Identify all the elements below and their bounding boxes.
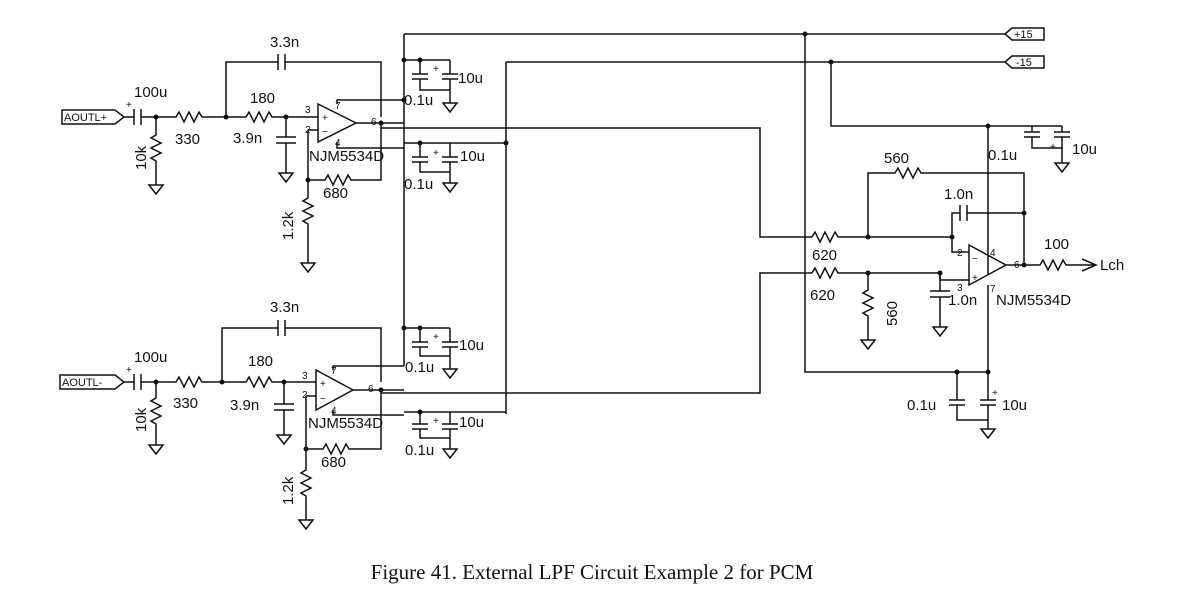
svg-text:+: +	[1050, 142, 1056, 153]
decoupling-diff-bottom: + 0.1u 10u	[907, 369, 1027, 439]
svg-text:7: 7	[990, 284, 996, 295]
svg-text:10u: 10u	[459, 414, 484, 431]
svg-text:0.1u: 0.1u	[404, 92, 433, 109]
svg-text:4: 4	[331, 406, 337, 417]
decoupling-lower-bottom: + 10u 0.1u	[404, 409, 484, 459]
res-560-feedback: 560	[884, 150, 909, 167]
svg-text:+: +	[126, 100, 132, 111]
supply-rails: +15 -15	[401, 27, 1045, 414]
svg-text:NJM5534D: NJM5534D	[996, 292, 1071, 309]
decoupling-upper-top: + 10u 0.1u	[404, 57, 483, 113]
res-680-upper: 680	[323, 185, 348, 202]
svg-text:+: +	[433, 148, 439, 159]
diff-stage: 620 560 1.0n 620 560 1.0n − + 2 4 3	[810, 123, 1124, 439]
svg-text:4: 4	[990, 248, 996, 259]
opamp-lower: + − 3 2 7 4 6 NJM5534D	[302, 366, 383, 432]
res-10k-upper: 10k	[133, 145, 150, 170]
res-330-upper: 330	[175, 131, 200, 148]
svg-text:2: 2	[957, 248, 963, 259]
svg-text:+: +	[433, 64, 439, 75]
res-680-lower: 680	[321, 454, 346, 471]
decoupling-upper-bottom: + 10u 0.1u	[404, 140, 485, 193]
cap-3n9-upper: 3.9n	[233, 130, 262, 147]
svg-text:10u: 10u	[460, 148, 485, 165]
svg-text:4: 4	[335, 138, 341, 149]
cap-3n3-upper: 3.3n	[270, 34, 299, 51]
res-10k-lower: 10k	[133, 407, 150, 432]
lower-stage: AOUTL- + 100u 10k 330 3.3n 180 3.9n + − …	[59, 272, 812, 530]
svg-text:NJM5534D: NJM5534D	[309, 148, 384, 165]
svg-text:2: 2	[302, 390, 308, 401]
svg-text:+: +	[126, 365, 132, 376]
lpf-schematic: AOUTL+ + 100u 10k 330 3.3n 180 3.9n + − …	[59, 27, 1124, 530]
res-180-lower: 180	[248, 353, 273, 370]
port-lch: Lch	[1100, 257, 1124, 274]
cap-1n0-input: 1.0n	[948, 292, 977, 309]
svg-text:10u: 10u	[1002, 397, 1027, 414]
svg-text:+: +	[972, 273, 978, 284]
svg-text:0.1u: 0.1u	[405, 359, 434, 376]
cap-3n9-lower: 3.9n	[230, 397, 259, 414]
svg-text:+: +	[322, 113, 328, 124]
cap-100u-lower: 100u	[134, 349, 167, 366]
svg-text:−: −	[320, 394, 326, 405]
svg-text:−: −	[322, 127, 328, 138]
cap-1n0-feedback: 1.0n	[944, 186, 973, 203]
decoupling-lower-top: + 10u 0.1u	[404, 325, 484, 379]
res-1k2-upper: 1.2k	[280, 211, 297, 240]
res-620-top: 620	[812, 247, 837, 264]
port-plus-15: +15	[1003, 27, 1045, 41]
svg-text:NJM5534D: NJM5534D	[308, 415, 383, 432]
svg-text:0.1u: 0.1u	[907, 397, 936, 414]
svg-text:AOUTL-: AOUTL-	[62, 377, 103, 389]
port-aoutl-minus: AOUTL-	[59, 374, 126, 390]
res-1k2-lower: 1.2k	[280, 476, 297, 505]
svg-text:+: +	[320, 379, 326, 390]
cap-100u-upper: 100u	[134, 84, 167, 101]
svg-text:-15: -15	[1016, 57, 1032, 69]
svg-text:0.1u: 0.1u	[404, 176, 433, 193]
svg-text:−: −	[972, 254, 978, 265]
svg-text:10u: 10u	[459, 337, 484, 354]
svg-text:0.1u: 0.1u	[405, 442, 434, 459]
res-560-ground: 560	[884, 301, 901, 326]
res-180-upper: 180	[250, 90, 275, 107]
svg-text:+: +	[992, 388, 998, 399]
res-100-out: 100	[1044, 236, 1069, 253]
upper-stage: AOUTL+ + 100u 10k 330 3.3n 180 3.9n + − …	[61, 34, 812, 273]
cap-3n3-lower: 3.3n	[270, 299, 299, 316]
svg-text:+15: +15	[1014, 29, 1033, 41]
port-aoutl-plus: AOUTL+	[61, 109, 126, 125]
res-330-lower: 330	[173, 395, 198, 412]
svg-text:7: 7	[335, 101, 341, 112]
opamp-upper: + − 3 2 7 4 6 NJM5534D	[305, 101, 384, 165]
svg-text:+: +	[433, 332, 439, 343]
port-minus-15: -15	[1003, 55, 1045, 69]
res-620-bottom: 620	[810, 287, 835, 304]
svg-text:10u: 10u	[458, 70, 483, 87]
decoupling-diff-top: + 0.1u 10u	[988, 125, 1097, 173]
opamp-diff: − + 2 4 3 7 6 NJM5534D	[957, 243, 1071, 309]
svg-text:+: +	[433, 416, 439, 427]
svg-text:10u: 10u	[1072, 141, 1097, 158]
svg-text:3: 3	[302, 371, 308, 382]
figure-caption: Figure 41. External LPF Circuit Example …	[370, 560, 814, 584]
svg-text:7: 7	[331, 366, 337, 377]
svg-text:3: 3	[305, 105, 311, 116]
svg-text:AOUTL+: AOUTL+	[64, 112, 107, 124]
svg-text:3: 3	[957, 283, 963, 294]
svg-text:0.1u: 0.1u	[988, 147, 1017, 164]
